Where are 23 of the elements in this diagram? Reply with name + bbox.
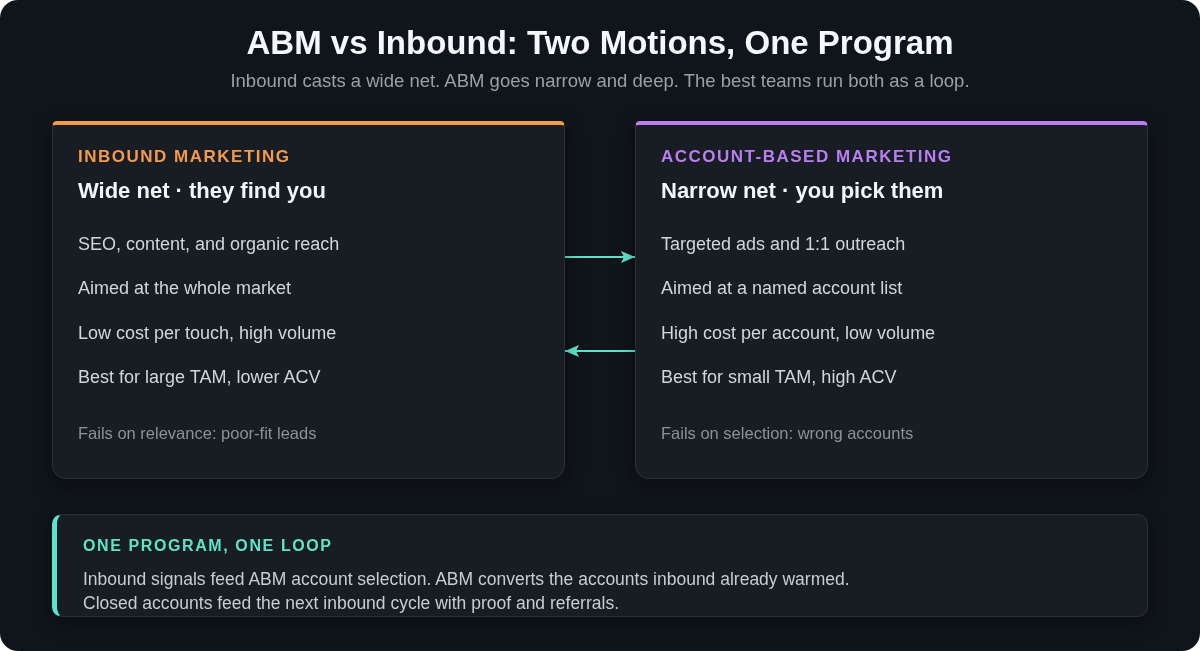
feature-text: High cost per account, low volume	[661, 322, 936, 344]
section-label: ONE PROGRAM, ONE LOOP	[83, 536, 333, 555]
feature-text: SEO, content, and organic reach	[78, 233, 340, 255]
arrow	[564, 251, 636, 263]
feature-text: Aimed at a named account list	[661, 277, 903, 299]
arrow	[564, 345, 636, 357]
feature-text: Targeted ads and 1:1 outreach	[661, 233, 906, 255]
summary-text: Inbound signals feed ABM account selection. ABM converts the accounts inbound already warmed. Closed accounts feed the next inbound cycle with proof and referrals.	[83, 568, 851, 615]
summary-panel	[52, 514, 1148, 617]
comparison-card	[52, 121, 565, 479]
caveat-note: Fails on relevance: poor-fit leads	[78, 423, 317, 443]
feature-text: Best for large TAM, lower ACV	[78, 366, 321, 388]
subtitle-text: Inbound casts a wide net. ABM goes narrow and deep. The best teams run both as a loop.	[230, 69, 970, 93]
tagline: Wide net · they find you	[78, 178, 326, 204]
diagram-title: ABM vs Inbound: Two Motions, One Program	[246, 23, 954, 63]
feature-text: Aimed at the whole market	[78, 277, 292, 299]
feature-text: Low cost per touch, high volume	[78, 322, 337, 344]
tagline: Narrow net · you pick them	[661, 178, 944, 204]
comparison-card	[635, 121, 1148, 479]
section-label: ACCOUNT-BASED MARKETING	[661, 147, 953, 167]
caveat-note: Fails on selection: wrong accounts	[661, 423, 914, 443]
feature-text: Best for small TAM, high ACV	[661, 366, 897, 388]
section-label: INBOUND MARKETING	[78, 147, 291, 167]
